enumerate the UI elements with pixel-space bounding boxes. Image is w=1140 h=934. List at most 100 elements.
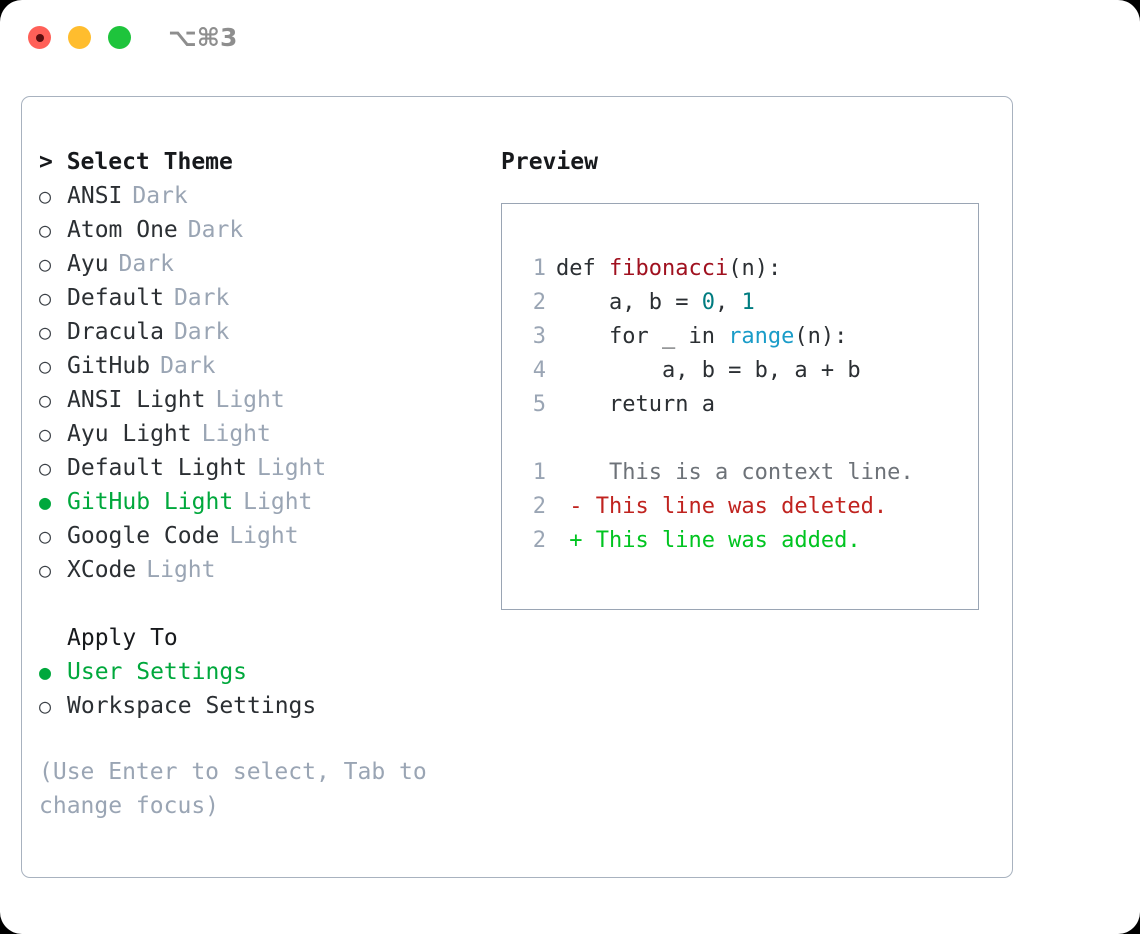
diff-line: 2 - This line was deleted.: [524, 490, 978, 524]
option-label: ANSI Light: [67, 387, 206, 413]
token-plain: (n):: [728, 256, 782, 281]
option-variant-tag: Dark: [187, 217, 244, 243]
option-variant-tag: Light: [243, 489, 313, 515]
line-number: 1: [532, 256, 546, 281]
maximize-button-icon[interactable]: [108, 26, 131, 49]
option-label: Default: [67, 285, 164, 311]
theme-option-0[interactable]: ○ ANSI Dark: [39, 179, 479, 213]
radio-selected-icon: ●: [39, 490, 52, 514]
option-label: Google Code: [67, 523, 220, 549]
radio-unselected-icon: ○: [39, 388, 52, 412]
line-number: 2: [532, 494, 546, 519]
line-number: 3: [532, 324, 546, 349]
theme-option-8[interactable]: ○ Default Light Light: [39, 451, 479, 485]
option-label: ANSI: [67, 183, 123, 209]
option-variant-tag: Light: [257, 455, 327, 481]
apply-option-1[interactable]: ○ Workspace Settings: [39, 689, 479, 723]
preview-heading: Preview: [501, 149, 598, 175]
radio-unselected-icon: ○: [39, 320, 52, 344]
code-diff-spacer: [524, 422, 978, 456]
option-label: Atom One: [67, 217, 178, 243]
minimize-button-icon[interactable]: [68, 26, 91, 49]
token-number: 0: [701, 290, 715, 315]
keyboard-shortcut-label: ⌥⌘3: [168, 23, 238, 52]
option-variant-tag: Light: [229, 523, 299, 549]
token-function: fibonacci: [608, 256, 729, 281]
radio-unselected-icon: ○: [39, 422, 52, 446]
theme-option-7[interactable]: ○ Ayu Light Light: [39, 417, 479, 451]
apply-to-heading: Apply To: [67, 625, 178, 651]
code-line: 2 a, b = 0, 1: [524, 286, 978, 320]
diff-sample: 1 This is a context line.2 - This line w…: [524, 456, 978, 558]
option-variant-tag: Dark: [173, 285, 230, 311]
code-line: 5 return a: [524, 388, 978, 422]
diff-add-text: + This line was added.: [556, 528, 861, 553]
radio-unselected-icon: ○: [39, 694, 52, 718]
token-call: range: [728, 324, 795, 349]
option-label: GitHub Light: [67, 489, 234, 515]
option-variant-tag: Light: [146, 557, 216, 583]
title-bar: ⌥⌘3: [0, 0, 1140, 76]
option-variant-tag: Light: [201, 421, 271, 447]
option-label: Dracula: [67, 319, 164, 345]
token-plain: return a: [556, 392, 715, 417]
theme-option-6[interactable]: ○ ANSI Light Light: [39, 383, 479, 417]
radio-unselected-icon: ○: [39, 354, 52, 378]
select-theme-heading: > Select Theme: [39, 149, 233, 175]
line-number: 5: [532, 392, 546, 417]
option-variant-tag: Light: [215, 387, 285, 413]
radio-unselected-icon: ○: [39, 252, 52, 276]
radio-unselected-icon: ○: [39, 558, 52, 582]
radio-unselected-icon: ○: [39, 184, 52, 208]
keyboard-hint-text: (Use Enter to select, Tab to change focu…: [39, 759, 427, 819]
apply-option-0[interactable]: ● User Settings: [39, 655, 479, 689]
option-label: Default Light: [67, 455, 248, 481]
radio-unselected-icon: ○: [39, 286, 52, 310]
token-plain: a, b =: [556, 290, 702, 315]
option-label: XCode: [67, 557, 137, 583]
line-number: 1: [532, 460, 546, 485]
option-label: Ayu: [67, 251, 109, 277]
theme-option-5[interactable]: ○ GitHub Dark: [39, 349, 479, 383]
line-number: 2: [532, 528, 546, 553]
theme-option-2[interactable]: ○ Ayu Dark: [39, 247, 479, 281]
theme-option-9[interactable]: ● GitHub Light Light: [39, 485, 479, 519]
option-label: Workspace Settings: [67, 693, 317, 719]
diff-del-text: - This line was deleted.: [556, 494, 888, 519]
theme-option-1[interactable]: ○ Atom One Dark: [39, 213, 479, 247]
token-plain: (n):: [794, 324, 848, 349]
diff-context-text: This is a context line.: [556, 460, 914, 485]
option-label: User Settings: [67, 659, 248, 685]
code-line: 4 a, b = b, a + b: [524, 354, 978, 388]
line-number: 4: [532, 358, 546, 383]
radio-unselected-icon: ○: [39, 218, 52, 242]
token-plain: def: [556, 256, 609, 281]
diff-line: 2 + This line was added.: [524, 524, 978, 558]
close-button-icon[interactable]: [28, 26, 51, 49]
option-variant-tag: Dark: [160, 353, 216, 379]
line-number: 2: [532, 290, 546, 315]
radio-unselected-icon: ○: [39, 456, 52, 480]
theme-option-11[interactable]: ○ XCode Light: [39, 553, 479, 587]
theme-option-3[interactable]: ○ Default Dark: [39, 281, 479, 315]
token-plain: ,: [714, 290, 742, 315]
option-variant-tag: Dark: [118, 251, 174, 277]
apply-to-list[interactable]: ● User Settings ○ Workspace Settings: [39, 655, 479, 723]
code-line: 3 for _ in range(n):: [524, 320, 978, 354]
option-variant-tag: Dark: [132, 183, 188, 209]
option-label: GitHub: [67, 353, 151, 379]
code-line: 1 def fibonacci(n):: [524, 252, 978, 286]
theme-option-4[interactable]: ○ Dracula Dark: [39, 315, 479, 349]
option-label: Ayu Light: [67, 421, 192, 447]
diff-line: 1 This is a context line.: [524, 456, 978, 490]
option-variant-tag: Dark: [173, 319, 230, 345]
token-plain: a, b = b, a + b: [556, 358, 861, 383]
radio-selected-icon: ●: [39, 660, 52, 684]
